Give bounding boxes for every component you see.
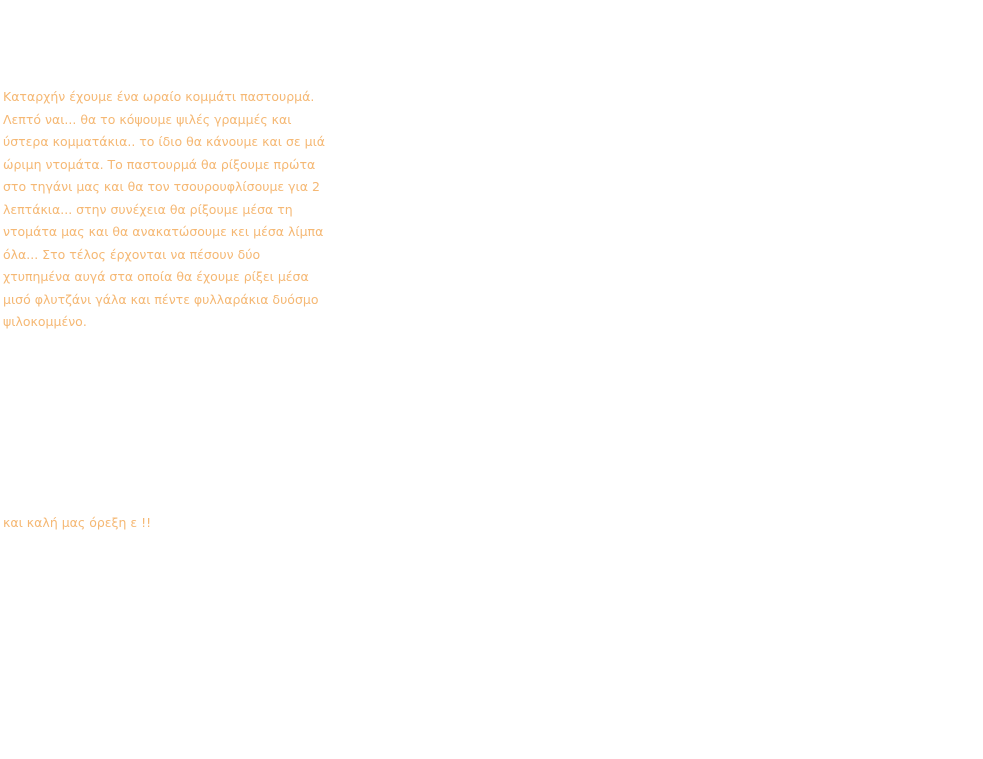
recipe-line: στο τηγάνι μας και θα τον τσουρουφλίσουμ…: [3, 179, 320, 194]
recipe-line: Λεπτό ναι... θα το κόψουμε ψιλές γραμμές…: [3, 111, 292, 127]
recipe-line: όλα... Στο τέλος έρχονται να πέσουν δύο: [3, 246, 261, 262]
recipe-line: λεπτάκια... στην συνέχεια θα ρίξουμε μέσ…: [3, 201, 293, 217]
recipe-text: Καταρχήν έχουμε ένα ωραίο κομμάτι παστου…: [3, 86, 333, 334]
recipe-line: μισό φλυτζάνι γάλα και πέντε φυλλαράκια …: [3, 291, 319, 307]
recipe-line: ύστερα κομματάκια.. το ίδιο θα κάνουμε κ…: [3, 134, 326, 149]
recipe-line: χτυπημένα αυγά στα οποία θα έχουμε ρίξει…: [3, 269, 309, 284]
recipe-line: ντομάτα μας και θα ανακατώσουμε κει μέσα…: [3, 224, 324, 239]
closing-text: και καλή μας όρεξη ε !!: [3, 515, 152, 530]
recipe-line: ψιλοκομμένο.: [3, 314, 87, 329]
recipe-line: Καταρχήν έχουμε ένα ωραίο κομμάτι παστου…: [3, 89, 315, 104]
recipe-line: ώριμη ντομάτα. Το παστουρμά θα ρίξουμε π…: [3, 156, 316, 172]
